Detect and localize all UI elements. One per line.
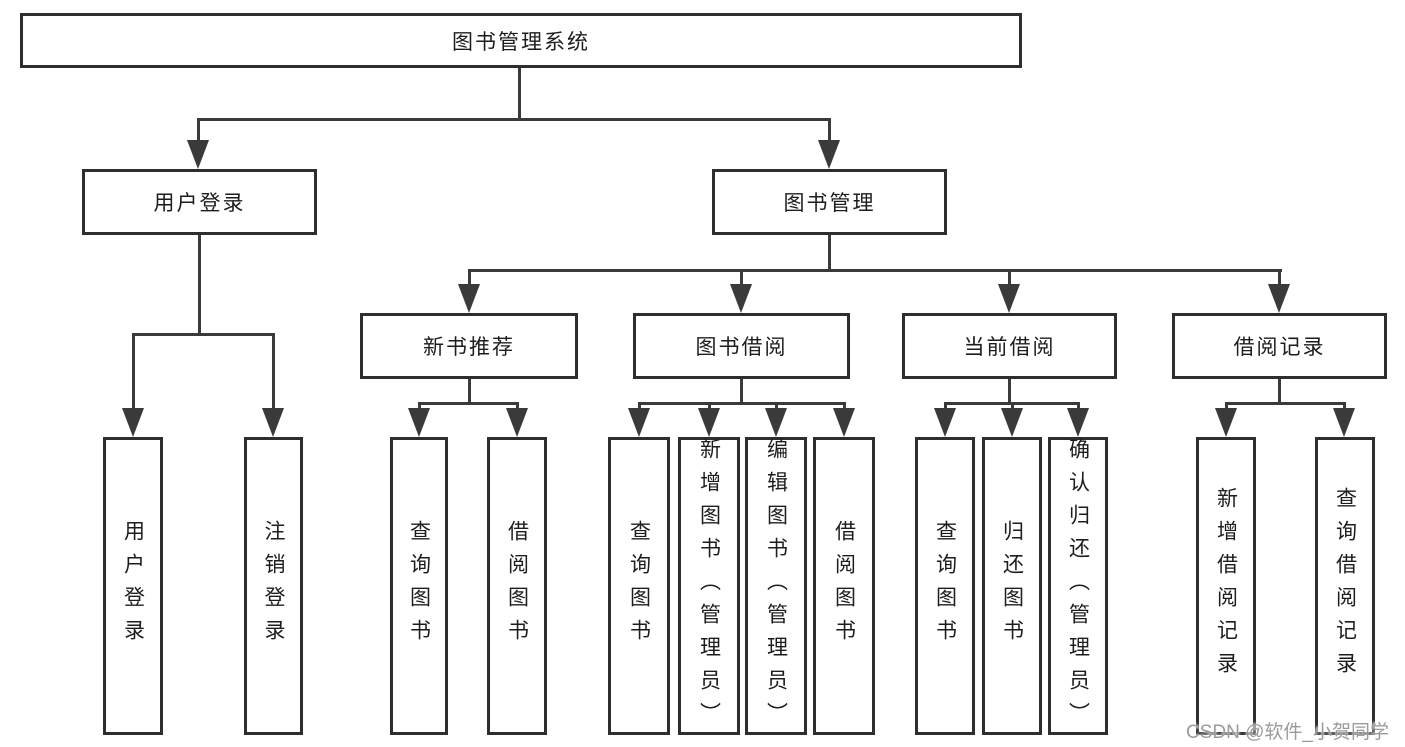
arrow-down-icon bbox=[408, 408, 430, 437]
leaf-borrow-query-books-label: 查询图书 bbox=[627, 520, 651, 652]
arrow-down-icon bbox=[730, 284, 752, 313]
leaf-add-book-admin: 新增图书（管理员） bbox=[678, 437, 740, 735]
arrow-down-icon bbox=[698, 408, 720, 437]
connector-userlogin-stub bbox=[197, 118, 200, 144]
connector-leaf-stub bbox=[1011, 402, 1014, 412]
connector-leaf-stub bbox=[1225, 402, 1228, 412]
arrow-down-icon bbox=[1215, 408, 1237, 437]
connector-root-hline bbox=[197, 118, 831, 121]
node-book-borrow: 图书借阅 bbox=[633, 313, 850, 379]
connector-leaf-stub bbox=[418, 402, 421, 412]
connector-root-stub bbox=[518, 68, 521, 119]
leaf-newbooks-query-books: 查询图书 bbox=[390, 437, 448, 735]
connector-level3-stub bbox=[1278, 269, 1281, 286]
arrow-down-icon bbox=[998, 284, 1020, 313]
csdn-watermark: CSDN @软件_小贺同学 bbox=[1186, 722, 1389, 743]
arrow-down-icon bbox=[262, 408, 284, 437]
connector-userlogin-hline bbox=[132, 333, 275, 336]
leaf-current-query-books: 查询图书 bbox=[915, 437, 975, 735]
arrow-down-icon bbox=[1333, 408, 1355, 437]
leaf-edit-book-admin: 编辑图书（管理员） bbox=[745, 437, 807, 735]
node-book-management: 图书管理 bbox=[712, 169, 947, 235]
leaf-borrow-borrow-books-label: 借阅图书 bbox=[832, 520, 856, 652]
node-borrow-records-label: 借阅记录 bbox=[1233, 336, 1326, 359]
connector-bookborrow-down bbox=[740, 379, 743, 405]
node-library-system: 图书管理系统 bbox=[20, 13, 1022, 68]
connector-borrowrecords-hline bbox=[1225, 402, 1346, 405]
connector-borrowrecords-down bbox=[1278, 379, 1281, 405]
connector-leaf-stub bbox=[516, 402, 519, 412]
connector-leaf-stub bbox=[775, 402, 778, 412]
connector-leaf-stub bbox=[132, 333, 135, 411]
connector-level3-stub bbox=[1008, 269, 1011, 286]
connector-newbooks-hline bbox=[418, 402, 519, 405]
arrow-down-icon bbox=[1001, 408, 1023, 437]
arrow-down-icon bbox=[628, 408, 650, 437]
arrow-down-icon bbox=[458, 284, 480, 313]
node-borrow-records: 借阅记录 bbox=[1172, 313, 1387, 379]
leaf-query-borrow-record: 查询借阅记录 bbox=[1315, 437, 1375, 735]
arrow-down-icon bbox=[122, 408, 144, 437]
arrow-down-icon bbox=[1067, 408, 1089, 437]
connector-leaf-stub bbox=[638, 402, 641, 412]
connector-level3-stub bbox=[740, 269, 743, 286]
node-current-borrow-label: 当前借阅 bbox=[963, 336, 1056, 359]
leaf-current-query-books-label: 查询图书 bbox=[933, 520, 957, 652]
leaf-add-borrow-record-label: 新增借阅记录 bbox=[1214, 487, 1238, 685]
connector-bookmgmt-hline bbox=[468, 269, 1282, 272]
connector-leaf-stub bbox=[843, 402, 846, 412]
connector-bookmgmt-stub bbox=[828, 118, 831, 144]
node-library-system-label: 图书管理系统 bbox=[452, 30, 590, 54]
connector-currentborrow-down bbox=[1008, 379, 1011, 405]
connector-bookmgmt-down bbox=[828, 235, 831, 272]
arrow-down-icon bbox=[934, 408, 956, 437]
node-book-management-label: 图书管理 bbox=[783, 192, 876, 215]
connector-bookborrow-hline bbox=[638, 402, 846, 405]
arrow-down-icon bbox=[818, 140, 840, 169]
leaf-newbooks-borrow-books-label: 借阅图书 bbox=[505, 520, 529, 652]
node-new-book-recommend-label: 新书推荐 bbox=[423, 336, 515, 359]
leaf-add-book-admin-label: 新增图书（管理员） bbox=[697, 437, 721, 735]
connector-level3-stub bbox=[468, 269, 471, 286]
arrow-down-icon bbox=[1268, 284, 1290, 313]
leaf-newbooks-query-books-label: 查询图书 bbox=[407, 520, 431, 652]
connector-leaf-stub bbox=[708, 402, 711, 412]
connector-userlogin-down bbox=[198, 235, 201, 335]
connector-leaf-stub bbox=[1343, 402, 1346, 412]
leaf-query-borrow-record-label: 查询借阅记录 bbox=[1333, 487, 1357, 685]
leaf-borrow-borrow-books: 借阅图书 bbox=[813, 437, 875, 735]
connector-newbooks-down bbox=[468, 379, 471, 405]
node-new-book-recommend: 新书推荐 bbox=[360, 313, 578, 379]
leaf-add-borrow-record: 新增借阅记录 bbox=[1196, 437, 1256, 735]
leaf-edit-book-admin-label: 编辑图书（管理员） bbox=[764, 437, 788, 735]
connector-leaf-stub bbox=[1077, 402, 1080, 412]
leaf-user-login: 用户登录 bbox=[103, 437, 163, 735]
node-user-login: 用户登录 bbox=[82, 169, 317, 235]
leaf-user-login-label: 用户登录 bbox=[121, 520, 145, 652]
leaf-logout-label: 注销登录 bbox=[262, 520, 285, 652]
leaf-confirm-return-admin: 确认归还（管理员） bbox=[1048, 437, 1108, 735]
node-user-login-label: 用户登录 bbox=[153, 192, 246, 215]
connector-leaf-stub bbox=[272, 333, 275, 411]
arrow-down-icon bbox=[187, 140, 209, 169]
leaf-confirm-return-admin-label: 确认归还（管理员） bbox=[1066, 437, 1090, 735]
arrow-down-icon bbox=[833, 408, 855, 437]
arrow-down-icon bbox=[506, 408, 528, 437]
leaf-newbooks-borrow-books: 借阅图书 bbox=[487, 437, 547, 735]
leaf-return-books: 归还图书 bbox=[982, 437, 1042, 735]
leaf-borrow-query-books: 查询图书 bbox=[608, 437, 670, 735]
connector-leaf-stub bbox=[944, 402, 947, 412]
node-current-borrow: 当前借阅 bbox=[902, 313, 1117, 379]
leaf-logout: 注销登录 bbox=[244, 437, 303, 735]
leaf-return-books-label: 归还图书 bbox=[1000, 520, 1024, 652]
arrow-down-icon bbox=[765, 408, 787, 437]
node-book-borrow-label: 图书借阅 bbox=[695, 336, 788, 359]
